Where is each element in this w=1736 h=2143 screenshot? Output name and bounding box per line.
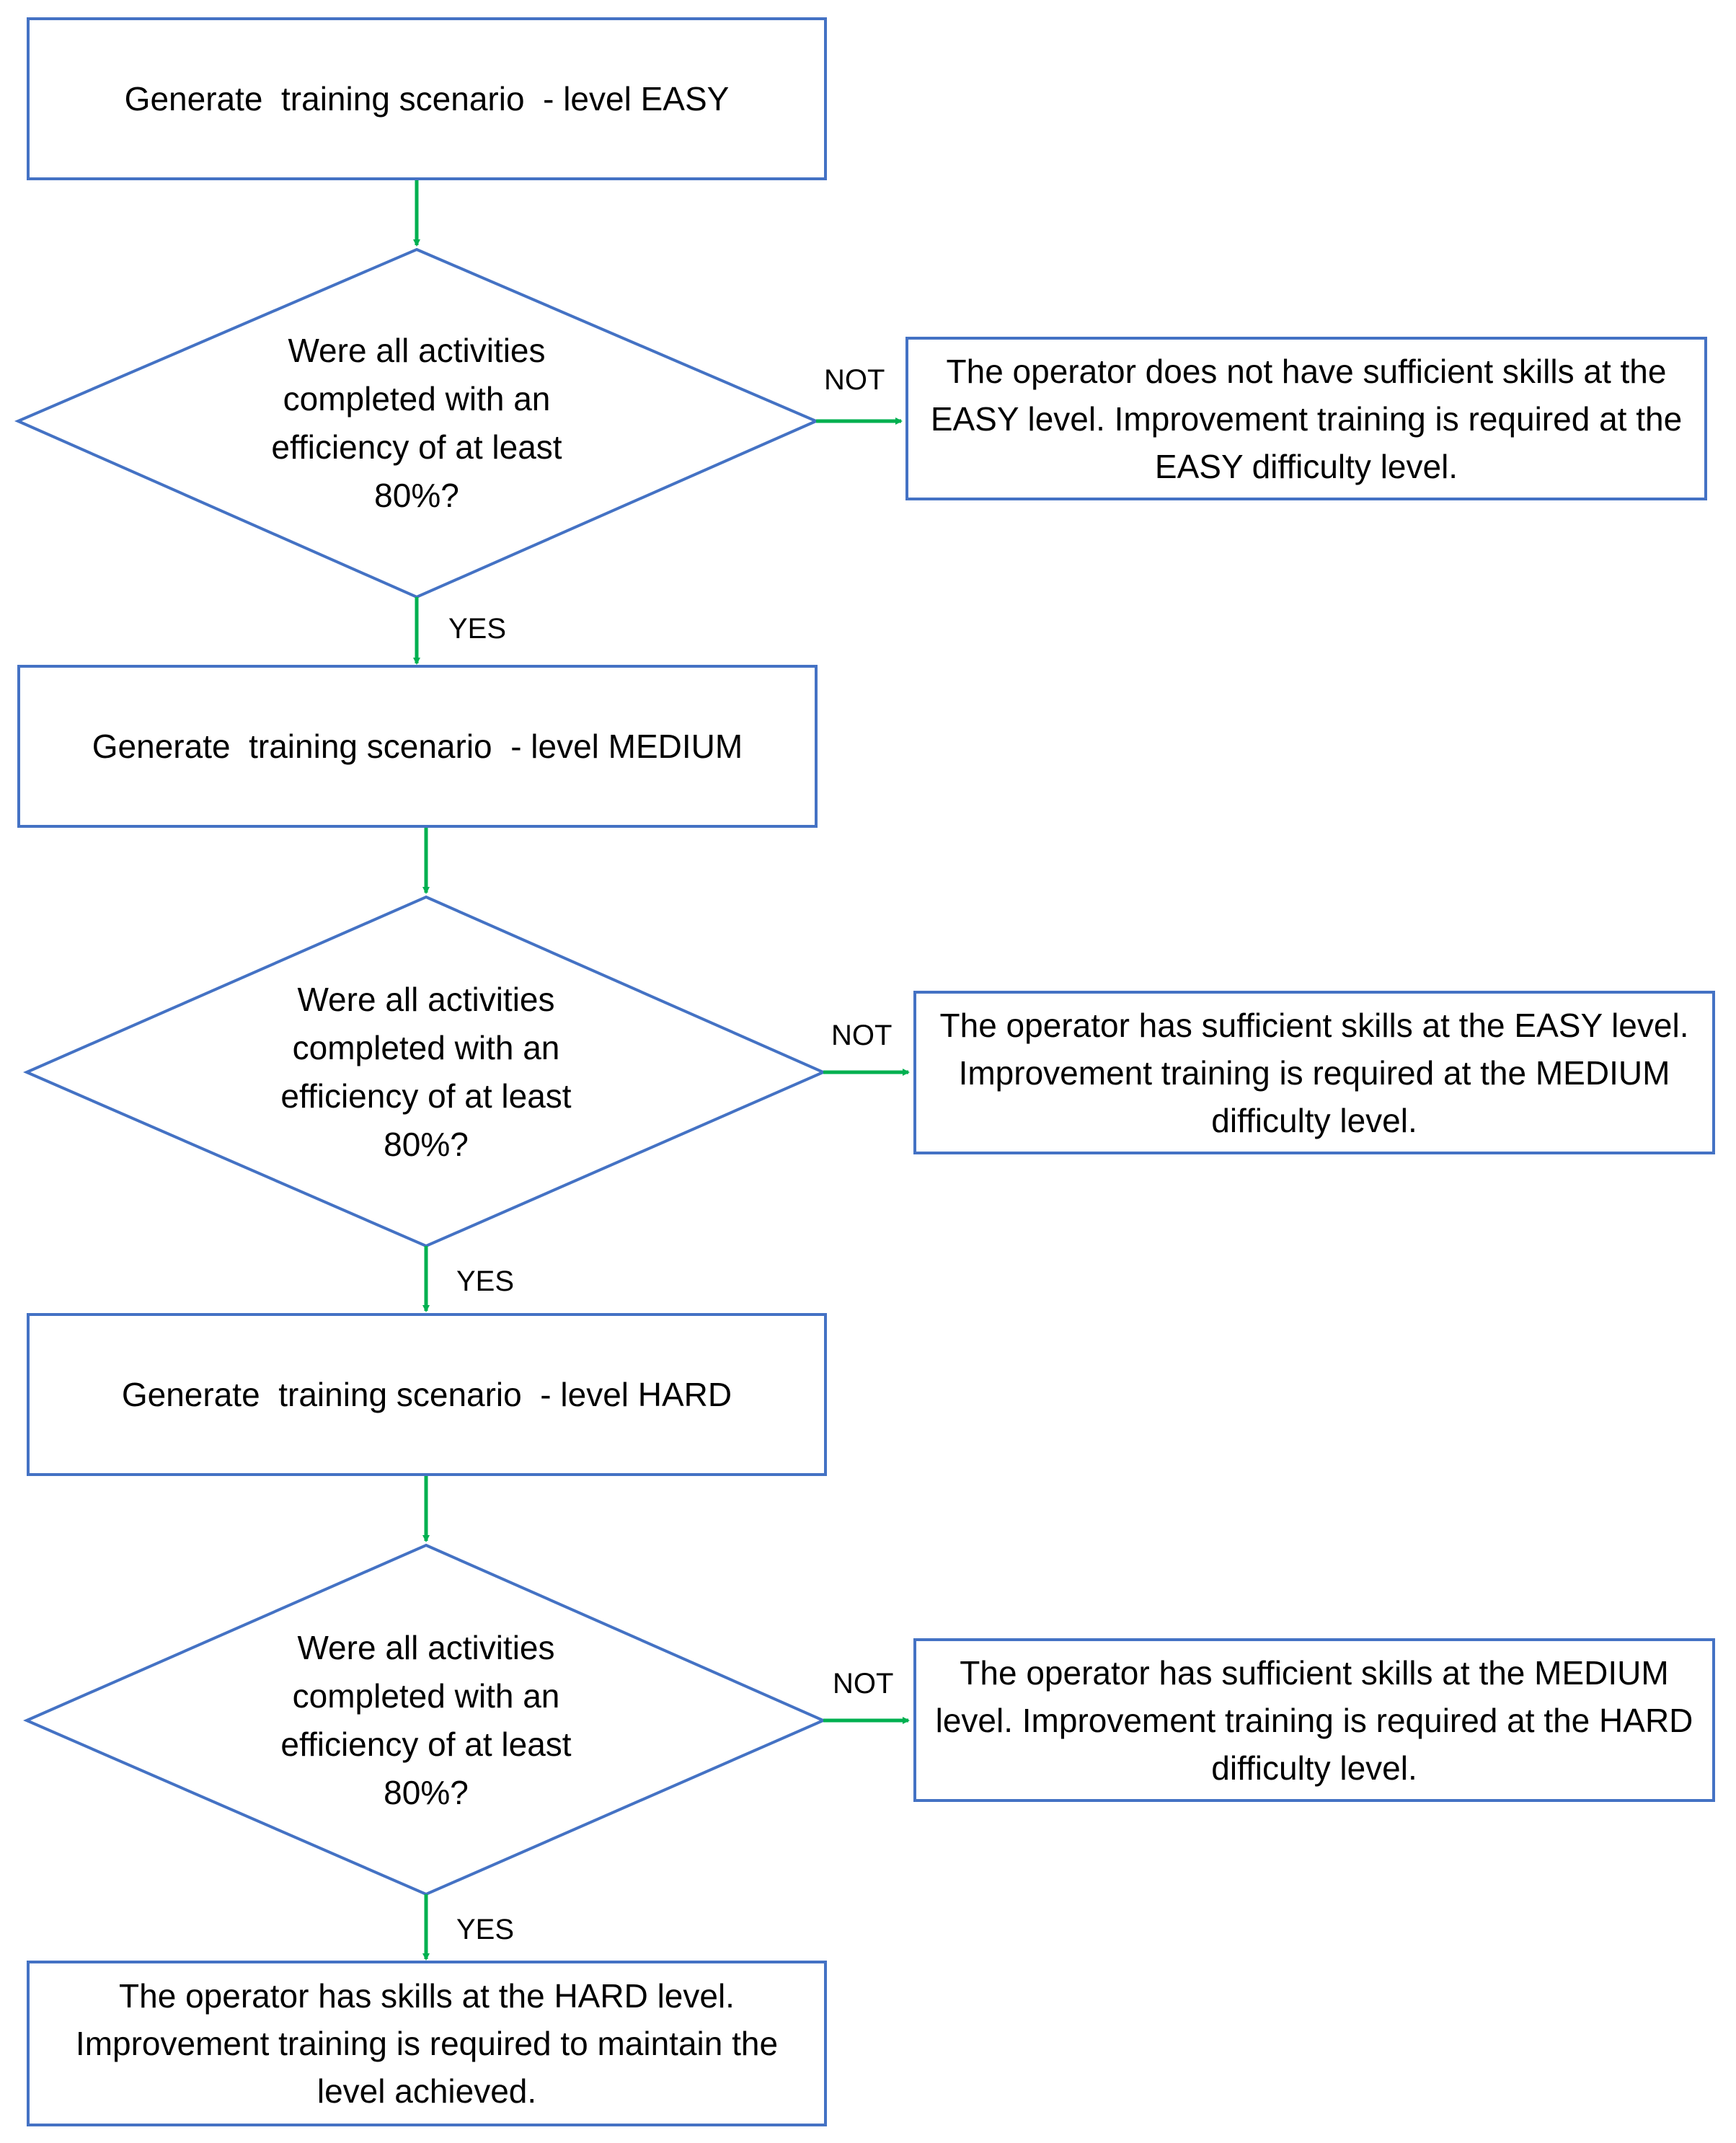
not-label-medium: NOT <box>831 1020 893 1051</box>
decision-easy-text: Were all activities completed with an ef… <box>271 332 562 514</box>
result-hard-box: The operator has sufficient skills at th… <box>913 1638 1715 1802</box>
result-easy-box: The operator does not have sufficient sk… <box>905 337 1707 500</box>
result-hard-text: The operator has sufficient skills at th… <box>935 1653 1693 1787</box>
result-easy-text: The operator does not have sufficient sk… <box>930 352 1683 485</box>
decision-medium-text: Were all activities completed with an ef… <box>280 981 572 1163</box>
generate-easy-text: Generate training scenario - level EASY <box>124 80 730 118</box>
final-result-text: The operator has skills at the HARD leve… <box>75 1977 779 2110</box>
decision-hard-text: Were all activities completed with an ef… <box>280 1629 572 1811</box>
final-result-box: The operator has skills at the HARD leve… <box>27 1961 827 2126</box>
not-label-hard: NOT <box>833 1668 894 1700</box>
generate-hard-box: Generate training scenario - level HARD <box>27 1313 827 1476</box>
generate-easy-box: Generate training scenario - level EASY <box>27 17 827 180</box>
yes-label-medium: YES <box>456 1265 515 1297</box>
generate-medium-text: Generate training scenario - level MEDIU… <box>92 728 743 765</box>
generate-hard-text: Generate training scenario - level HARD <box>121 1376 732 1413</box>
yes-label-hard: YES <box>456 1914 515 1945</box>
result-medium-box: The operator has sufficient skills at th… <box>913 991 1715 1154</box>
result-medium-text: The operator has sufficient skills at th… <box>939 1006 1689 1139</box>
generate-medium-box: Generate training scenario - level MEDIU… <box>17 665 818 828</box>
not-label-easy: NOT <box>824 364 885 396</box>
yes-label-easy: YES <box>448 613 507 645</box>
